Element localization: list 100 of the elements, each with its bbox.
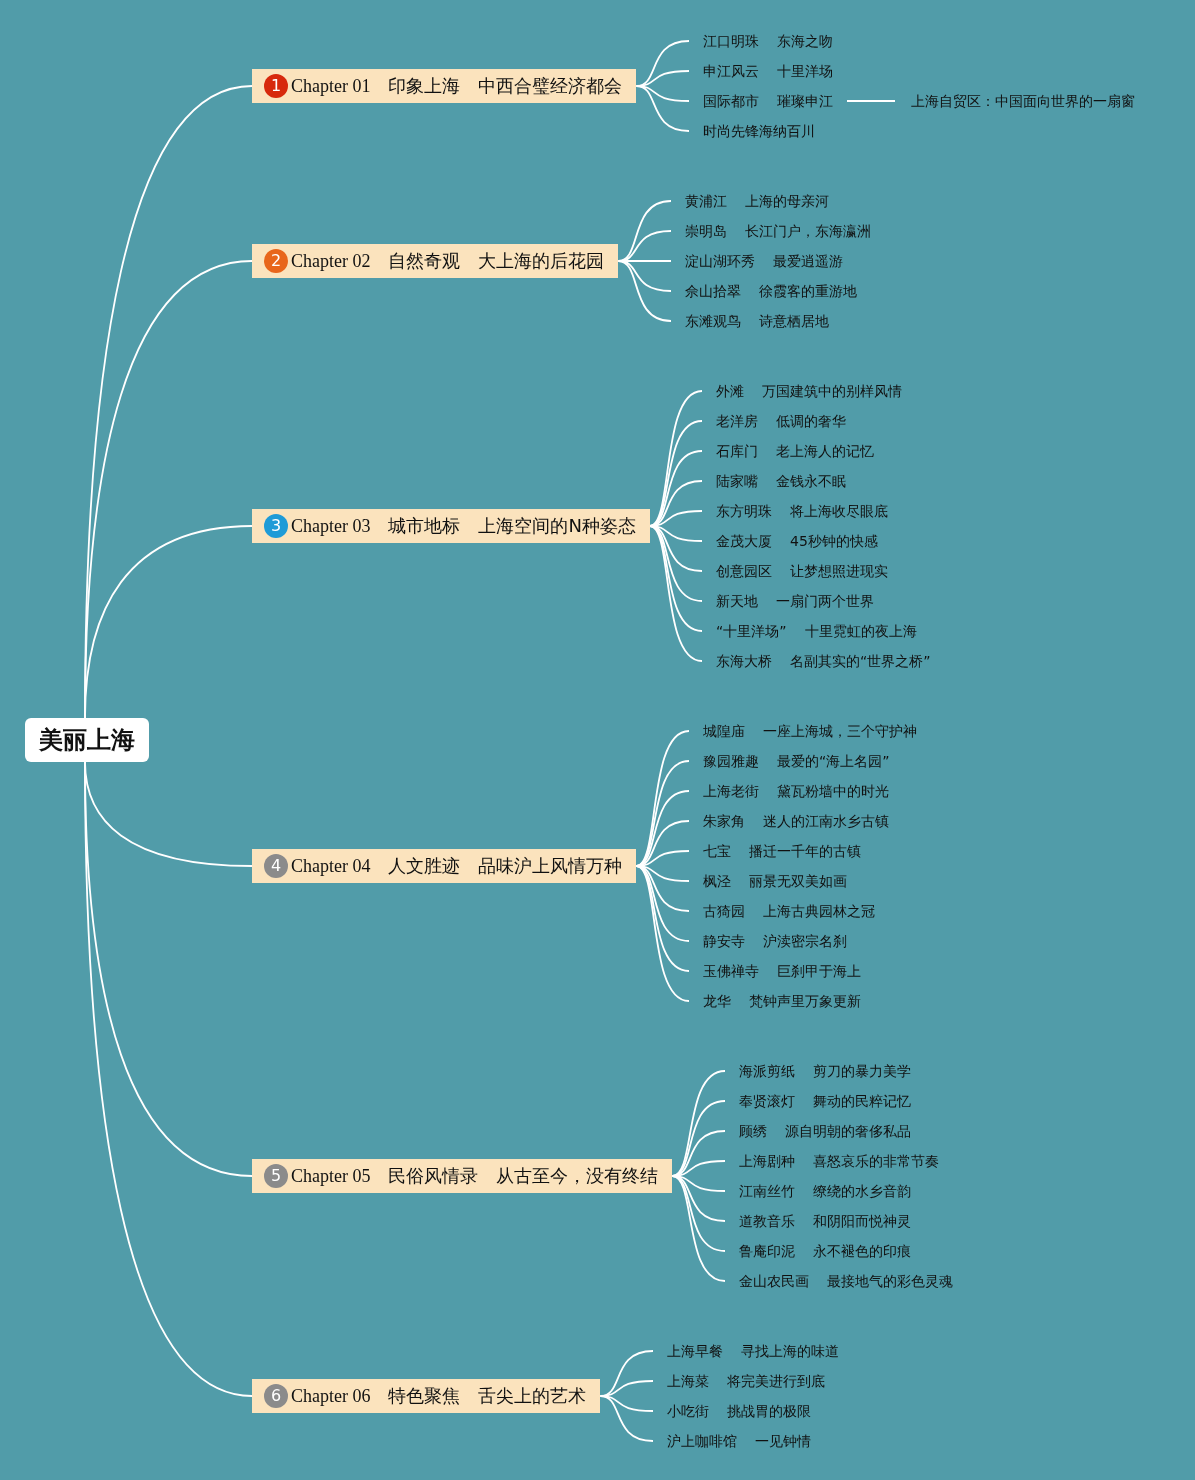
topic-description: 喜怒哀乐的非常节奏	[813, 1153, 939, 1169]
topic-description: 万国建筑中的别样风情	[762, 383, 902, 399]
number-badge: 6	[264, 1384, 288, 1408]
connector-line	[649, 525, 703, 662]
connector-line	[599, 1395, 654, 1442]
topic-label: 外滩	[716, 383, 744, 399]
topic-description: 最接地气的彩色灵魂	[827, 1273, 953, 1289]
topic-description: 低调的奢华	[776, 413, 846, 429]
topic-label: 玉佛禅寺	[703, 963, 759, 979]
chapter-subtitle: 从古至今，没有终结	[496, 1164, 659, 1188]
chapter-title: 印象上海	[388, 74, 461, 98]
chapter-box	[252, 849, 637, 883]
topic-description: 巨刹甲于海上	[777, 963, 861, 979]
topic-label: 陆家嘴	[716, 473, 758, 489]
chapter-subtitle: 上海空间的N种姿态	[478, 514, 636, 538]
topic-label: “十里洋场”	[716, 623, 787, 639]
topic-label: 时尚先锋海纳百川	[689, 121, 815, 141]
chapter-label: Chapter 05	[291, 1165, 371, 1187]
topic-description: 十里洋场	[777, 63, 833, 79]
chapter-subtitle: 中西合璧经济都会	[478, 74, 623, 98]
connector-line	[671, 1175, 726, 1252]
chapter-label: Chapter 01	[291, 75, 371, 97]
number-badge: 2	[264, 249, 288, 273]
topic-label: 东海大桥	[716, 653, 772, 669]
topic-label: 上海自贸区：中国面向世界的一扇窗	[897, 91, 1135, 111]
connector-line	[649, 420, 703, 527]
topic-description: 缭绕的水乡音韵	[813, 1183, 911, 1199]
chapter-title: 特色聚焦	[388, 1384, 461, 1408]
topic-description: 沪渎密宗名刹	[763, 933, 847, 949]
chapter-title: 人文胜迹	[388, 854, 461, 878]
connector-line	[649, 525, 703, 572]
topic-label: 城隍庙	[703, 723, 745, 739]
number-badge: 5	[264, 1164, 288, 1188]
connector-line	[617, 260, 672, 322]
topic-label: 崇明岛	[685, 223, 727, 239]
topic-label: 东滩观鸟	[685, 313, 741, 329]
chapter-box	[252, 244, 619, 278]
topic-label: 道教音乐	[739, 1213, 795, 1229]
chapter-box	[252, 1379, 601, 1413]
topic-description: 上海的母亲河	[745, 193, 829, 209]
chapter-label: Chapter 02	[291, 250, 371, 272]
topic-description: 永不褪色的印痕	[813, 1243, 911, 1259]
topic-description: 一座上海城，三个守护神	[763, 723, 917, 739]
connector-line	[846, 100, 896, 102]
chapter-subtitle: 品味沪上风情万种	[478, 854, 623, 878]
topic-label: 枫泾	[703, 873, 731, 889]
number-badge: 3	[264, 514, 288, 538]
topic-description: 徐霞客的重游地	[759, 283, 857, 299]
topic-description: 十里霓虹的夜上海	[804, 623, 917, 639]
topic-description: 璀璨申江	[777, 93, 833, 109]
topic-description: 剪刀的暴力美学	[813, 1063, 911, 1079]
topic-description: 播迁一千年的古镇	[749, 843, 861, 859]
chapter-label: Chapter 06	[291, 1385, 371, 1407]
topic-label: 上海早餐	[667, 1343, 723, 1359]
topic-description: 最爱逍遥游	[773, 253, 843, 269]
topic-label: 古猗园	[703, 903, 745, 919]
topic-label: 上海老街	[703, 783, 759, 799]
topic-label: 沪上咖啡馆	[667, 1433, 737, 1449]
topic-label: 佘山拾翠	[685, 283, 741, 299]
topic-label: 申江风云	[703, 63, 759, 79]
topic-description: 长江门户，东海瀛洲	[745, 223, 871, 239]
topic-label: 龙华	[703, 993, 731, 1009]
topic-description: 让梦想照进现实	[790, 563, 888, 579]
chapter-label: Chapter 03	[291, 515, 371, 537]
topic-description: 梵钟声里万象更新	[749, 993, 861, 1009]
topic-description: 一见钟情	[755, 1433, 811, 1449]
topic-label: 小吃街	[667, 1403, 709, 1419]
topic-label: 金茂大厦	[716, 533, 772, 549]
topic-label: 奉贤滚灯	[739, 1093, 795, 1109]
chapter-box	[252, 509, 650, 543]
topic-description: 名副其实的“世界之桥”	[790, 653, 931, 669]
topic-description: 45秒钟的快感	[790, 533, 878, 549]
topic-description: 将完美进行到底	[727, 1373, 825, 1389]
topic-description: 将上海收尽眼底	[790, 503, 888, 519]
topic-label: 金山农民画	[739, 1273, 809, 1289]
topic-label: 石库门	[716, 443, 758, 459]
chapter-subtitle: 舌尖上的艺术	[478, 1384, 587, 1408]
chapter-box	[252, 1159, 673, 1193]
topic-label: 上海菜	[667, 1373, 709, 1389]
topic-description: 迷人的江南水乡古镇	[763, 813, 889, 829]
connector-line	[671, 1175, 726, 1282]
topic-description: 舞动的民粹记忆	[813, 1093, 911, 1109]
topic-description: 源自明朝的奢侈私品	[785, 1123, 911, 1139]
chapter-label: Chapter 04	[291, 855, 371, 877]
topic-description: 最爱的“海上名园”	[777, 753, 890, 769]
topic-description: 诗意栖居地	[759, 313, 829, 329]
topic-label: 朱家角	[703, 813, 745, 829]
topic-label: 创意园区	[716, 563, 772, 579]
topic-description: 挑战胃的极限	[727, 1403, 811, 1419]
topic-label: 新天地	[716, 593, 758, 609]
number-badge: 1	[264, 74, 288, 98]
topic-description: 丽景无双美如画	[749, 873, 847, 889]
topic-label: 豫园雅趣	[703, 753, 759, 769]
topic-label: 江口明珠	[703, 33, 759, 49]
chapter-subtitle: 大上海的后花园	[478, 249, 605, 273]
number-badge: 4	[264, 854, 288, 878]
topic-description: 东海之吻	[777, 33, 833, 49]
topic-description: 黛瓦粉墙中的时光	[777, 783, 889, 799]
root-box: 美丽上海	[25, 718, 149, 762]
topic-description: 上海古典园林之冠	[763, 903, 875, 919]
